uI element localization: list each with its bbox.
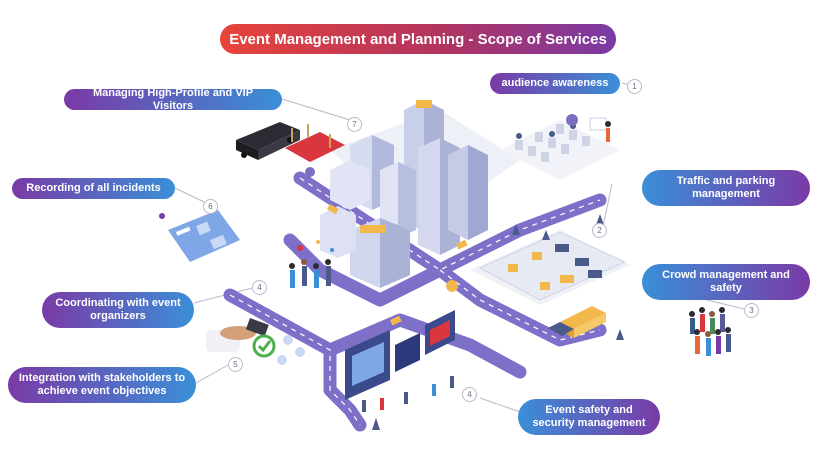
service-coordinating-organizers: Coordinating with event organizers bbox=[42, 292, 194, 328]
service-vip-visitors: Managing High-Profile and VIP Visitors bbox=[64, 87, 282, 112]
service-number-7: 7 bbox=[347, 117, 362, 132]
handshake-icon bbox=[206, 318, 305, 365]
service-number-6: 6 bbox=[203, 199, 218, 214]
service-number-5: 5 bbox=[228, 357, 243, 372]
crowd-icon bbox=[689, 307, 731, 356]
cheering-people-icon bbox=[289, 240, 334, 288]
red-carpet-icon bbox=[285, 124, 345, 177]
service-crowd-management: Crowd management and safety bbox=[642, 264, 810, 300]
service-audience-awareness: audience awareness bbox=[490, 73, 620, 94]
service-stakeholder-integration: Integration with stakeholders to achieve… bbox=[8, 367, 196, 403]
service-number-4b: 4 bbox=[252, 280, 267, 295]
dashboard-icon bbox=[159, 210, 240, 262]
service-event-safety: Event safety and security management bbox=[518, 399, 660, 435]
limousine-icon bbox=[236, 122, 300, 160]
service-number-3: 3 bbox=[744, 303, 759, 318]
truck-icon bbox=[548, 306, 606, 338]
service-number-4a: 4 bbox=[462, 387, 477, 402]
service-number-2: 2 bbox=[592, 223, 607, 238]
page-title: Event Management and Planning - Scope of… bbox=[220, 24, 616, 54]
security-screens-icon bbox=[345, 310, 455, 412]
service-number-1: 1 bbox=[627, 79, 642, 94]
buildings-icon bbox=[320, 100, 488, 288]
service-traffic-parking: Traffic and parking management bbox=[642, 170, 810, 206]
service-recording-incidents: Recording of all incidents bbox=[12, 178, 175, 199]
parking-lot-icon bbox=[478, 231, 627, 301]
audience-seats-icon bbox=[500, 114, 620, 180]
